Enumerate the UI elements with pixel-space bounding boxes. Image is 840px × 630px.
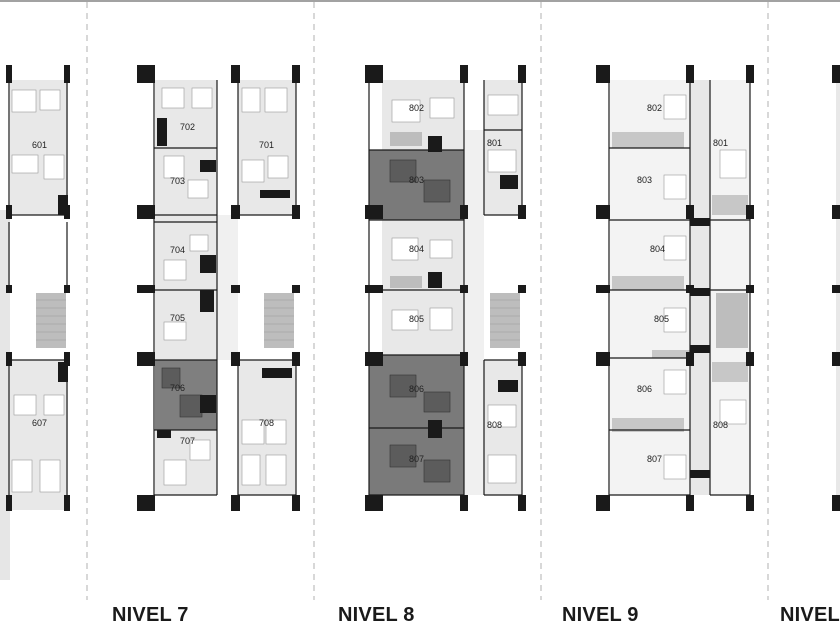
- unit-label: 804: [650, 244, 665, 254]
- plan-level-10: [832, 65, 840, 511]
- unit-label: 807: [647, 454, 662, 464]
- unit-label: 802: [409, 103, 424, 113]
- unit-label: 801: [487, 138, 502, 148]
- unit-label: 703: [170, 176, 185, 186]
- stair: [36, 293, 66, 348]
- plan-level-6: 601 607: [0, 65, 70, 580]
- corridor: [464, 130, 484, 495]
- stair: [490, 293, 520, 348]
- unit-label: 805: [409, 314, 424, 324]
- plan-level-8: 802 801 803 804 805 806 807 808: [365, 65, 526, 511]
- unit-label: 704: [170, 245, 185, 255]
- corridor: [690, 80, 710, 495]
- unit-label: 807: [409, 454, 424, 464]
- corridor: [217, 215, 238, 360]
- unit-label: 706: [170, 383, 185, 393]
- unit-label: 806: [409, 384, 424, 394]
- column-dividers: [86, 2, 769, 600]
- unit-label: 803: [409, 175, 424, 185]
- unit-label: 701: [259, 140, 274, 150]
- unit-label: 806: [637, 384, 652, 394]
- plan-level-9: 802 801 803 804 805 806 807 808: [596, 65, 754, 511]
- level-title-nivel-9: NIVEL 9: [562, 604, 639, 626]
- unit-label: 803: [637, 175, 652, 185]
- stair: [716, 293, 748, 348]
- level-title-nivel-7: NIVEL 7: [112, 604, 189, 626]
- unit-label: 801: [713, 138, 728, 148]
- unit-label: 805: [654, 314, 669, 324]
- level-title-nivel-8: NIVEL 8: [338, 604, 415, 626]
- unit-label: 707: [180, 436, 195, 446]
- unit-label: 601: [32, 140, 47, 150]
- unit-label: 804: [409, 244, 424, 254]
- level-title-nivel-10: NIVEL: [780, 604, 840, 626]
- unit-label: 705: [170, 313, 185, 323]
- unit-label: 802: [647, 103, 662, 113]
- right-block-light: [710, 80, 750, 495]
- unit-label: 607: [32, 418, 47, 428]
- unit-label: 708: [259, 418, 274, 428]
- plan-level-7: 702 701 703 704 705 706 707 708: [137, 65, 300, 511]
- unit-label: 808: [487, 420, 502, 430]
- stair: [264, 293, 294, 348]
- unit-label: 808: [713, 420, 728, 430]
- light-strip: [0, 210, 10, 580]
- unit-label: 702: [180, 122, 195, 132]
